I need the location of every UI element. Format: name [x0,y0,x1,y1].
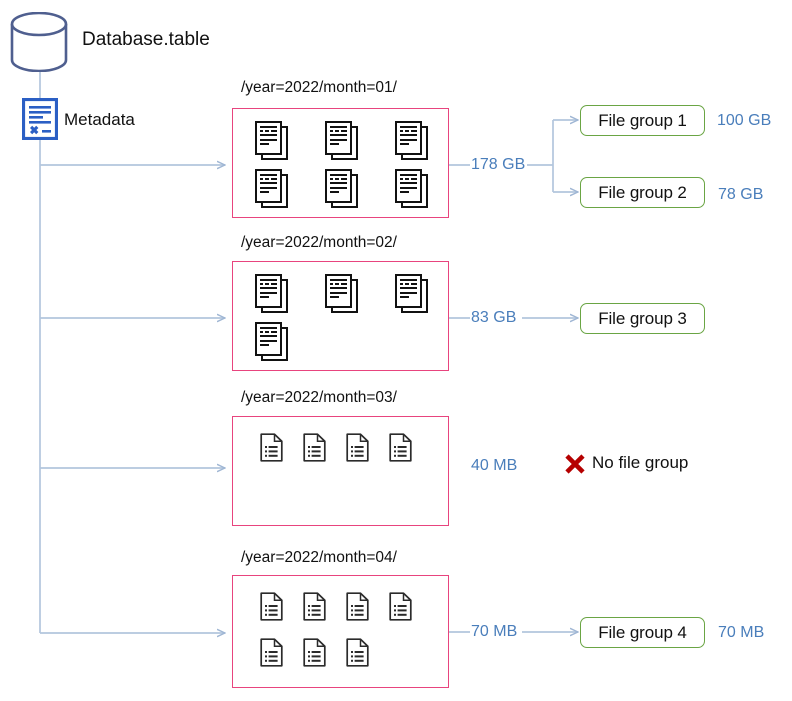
document-stack-icon [255,169,289,209]
partition-box-2 [232,261,449,371]
partition-path-1: /year=2022/month=01/ [241,79,397,96]
file-icon [303,638,326,667]
document-stack-icon [395,274,429,314]
file-icon [303,433,326,462]
file-icon [260,433,283,462]
partition-path-3: /year=2022/month=03/ [241,389,397,406]
document-stack-icon [255,121,289,161]
partition-box-1 [232,108,449,218]
database-icon [8,11,70,73]
document-stack-icon [395,121,429,161]
document-stack-icon [255,322,289,362]
file-group-size-2: 78 GB [718,186,764,203]
partition-box-4 [232,575,449,688]
partition-size-3: 40 MB [471,457,518,474]
file-group-box-2[interactable]: File group 2 [580,177,705,208]
document-stack-icon [325,274,359,314]
x-mark-icon [564,453,586,475]
file-icon [389,433,412,462]
partition-size-2: 83 GB [471,309,517,326]
file-group-box-3[interactable]: File group 3 [580,303,705,334]
document-stack-icon [325,121,359,161]
metadata-label: Metadata [64,110,135,129]
file-group-size-1: 100 GB [717,112,772,129]
document-stack-icon [325,169,359,209]
file-icon [260,638,283,667]
file-icon [346,638,369,667]
no-file-group-label: No file group [592,453,689,472]
document-stack-icon [395,169,429,209]
partition-path-4: /year=2022/month=04/ [241,549,397,566]
file-icon [346,592,369,621]
partition-size-4: 70 MB [471,623,518,640]
page-title: Database.table [82,29,210,50]
document-stack-icon [255,274,289,314]
file-icon [303,592,326,621]
file-group-box-4[interactable]: File group 4 [580,617,705,648]
partition-box-3 [232,416,449,526]
metadata-icon [21,97,59,141]
partition-size-1: 178 GB [471,156,526,173]
file-icon [346,433,369,462]
partition-path-2: /year=2022/month=02/ [241,234,397,251]
file-group-box-1[interactable]: File group 1 [580,105,705,136]
file-group-size-4: 70 MB [718,624,765,641]
file-icon [389,592,412,621]
file-icon [260,592,283,621]
